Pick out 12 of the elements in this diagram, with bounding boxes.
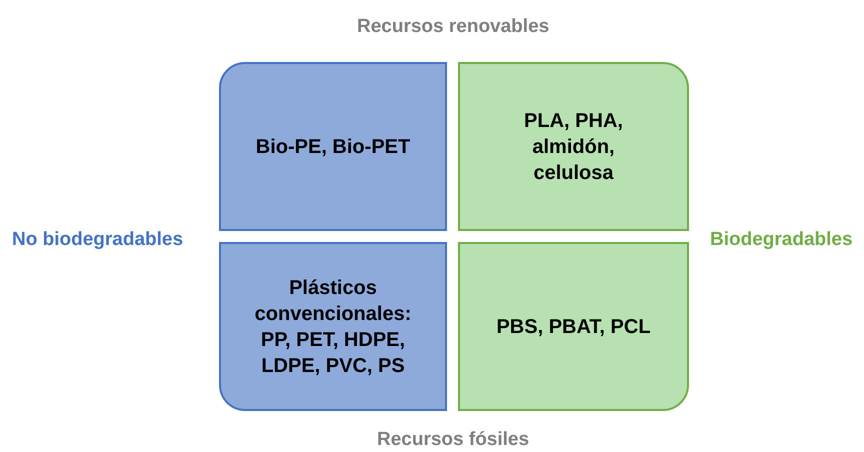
- quadrant-box: [458, 242, 689, 411]
- quadrant-box: [458, 62, 689, 231]
- axis-label: Biodegradables: [710, 229, 853, 251]
- quadrant-text: PBS, PBAT, PCL: [496, 314, 651, 340]
- quadrant-text: PLA, PHA, almidón, celulosa: [523, 108, 624, 186]
- axis-label: Recursos fósiles: [377, 429, 530, 451]
- quadrant-text: Bio-PE, Bio-PET: [256, 134, 410, 160]
- axis-label: Recursos renovables: [357, 16, 550, 38]
- axis-label: No biodegradables: [12, 229, 184, 251]
- quadrant-box: [219, 62, 447, 231]
- quadrant-text: Plásticos convencionales: PP, PET, HDPE, LDPE, PVC, PS: [254, 276, 412, 378]
- quadrant-box: [219, 242, 447, 411]
